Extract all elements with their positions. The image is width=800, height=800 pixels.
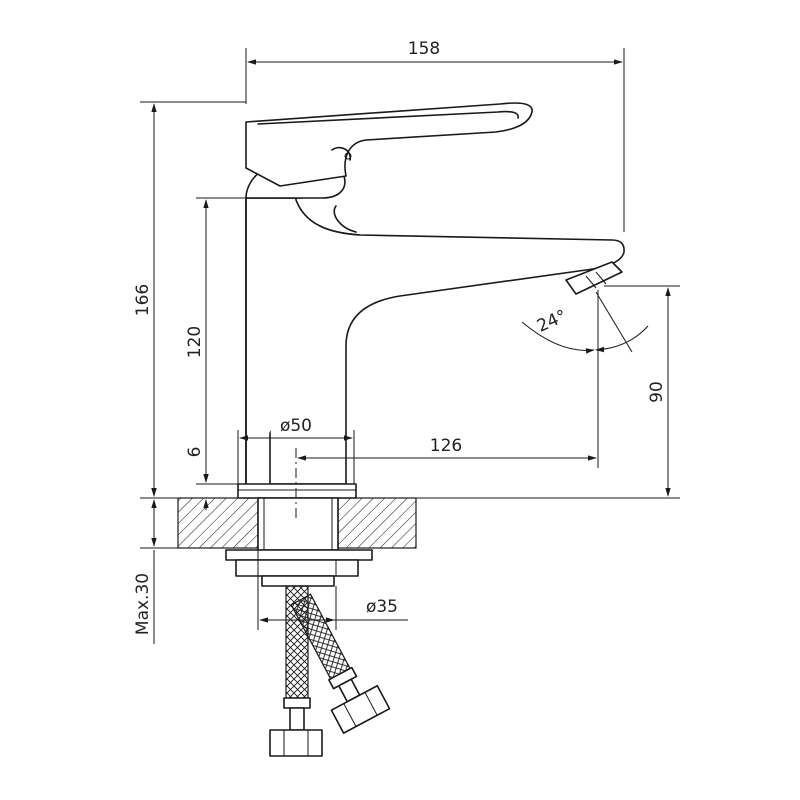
lock-nut [261,575,335,587]
dimension-label-spout-angle: 24° [534,306,570,337]
dimension-label-width: 158 [408,39,440,59]
dimension-lines: 158 166 120 6 ø50 126 90 24° [133,39,680,644]
faucet-base-ring [237,483,357,499]
faucet-body [237,102,625,499]
dimension-label-spout-reach: 126 [430,436,462,456]
dimension-label-base-height: 6 [185,447,205,458]
mounting-plate [225,549,373,561]
supply-hoses [269,585,391,757]
mounting-hardware [225,497,373,587]
dimension-label-body-height: 120 [185,326,205,358]
hose-nut-angled [330,684,391,734]
faucet-column [245,197,361,484]
dimension-label-spout-height: 90 [647,381,667,403]
lever-handle [245,102,533,187]
hose-nut-straight [269,729,323,757]
countertop-left-section [177,497,259,549]
threaded-shank [257,497,339,551]
mounting-nut [235,559,359,577]
dimension-label-hole-diameter: ø35 [366,597,398,617]
dimension-arc-spout-angle [521,321,595,354]
countertop [140,497,680,549]
aerator [565,261,623,295]
dimension-label-height: 166 [133,284,153,316]
dimension-label-body-diameter: ø50 [280,416,312,436]
countertop-right-section [337,497,417,549]
dimension-label-deck-thickness: Max.30 [133,573,153,635]
